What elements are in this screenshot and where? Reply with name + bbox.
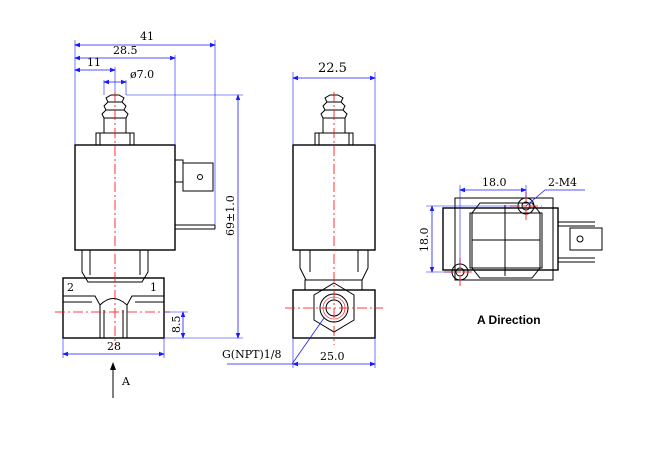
dim-25-text: 25.0 [320,350,345,363]
a-direction-caption: A Direction [477,313,541,327]
dim-adir-18-y-text: 18.0 [418,228,431,253]
front-valve-body [62,277,165,339]
front-terminal-tab [182,162,214,192]
dim-barb-dia-text: ø7.0 [130,68,154,81]
dim-28-5-text: 28.5 [113,44,138,57]
port-label-2: 2 [67,281,74,294]
adir-outer-body [442,207,559,271]
m4-label: 2-M4 [548,176,577,189]
adir-coil-outline [469,212,543,269]
port-label-1: 1 [150,281,157,294]
adir-flange [454,197,554,281]
thread-leader [227,317,325,365]
adir-terminal [569,227,603,251]
dim-8-5-text: 8.5 [170,316,183,334]
dim-28-text: 28 [107,340,121,353]
dim-69-text: 69±1.0 [224,195,237,236]
front-terminal-base [174,159,184,183]
dim-11-text: 11 [87,56,101,69]
front-view: 2 1 41 28.5 11 ø7.0 69±1.0 8.5 28 [55,30,243,398]
a-direction-view: 18.0 18.0 2-M4 A Direction [418,176,603,327]
m4-leader [525,189,585,207]
dim-adir-18-x-text: 18.0 [482,176,507,189]
dim-41-text: 41 [140,30,154,43]
front-coil [74,144,176,251]
thread-label: G(NPT)1/8 [222,348,281,361]
view-arrow-label: A [121,375,131,388]
view-arrow-head [110,362,116,370]
dim-22-5-text: 22.5 [318,61,347,76]
side-view: 22.5 25.0 G(NPT)1/8 [222,61,383,368]
